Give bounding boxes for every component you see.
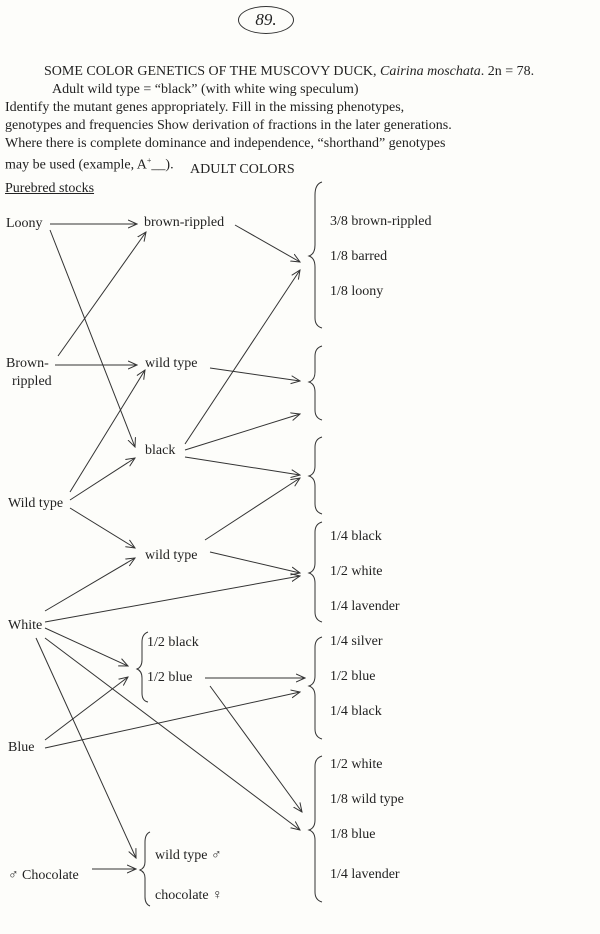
arrow [69, 370, 145, 493]
brace [307, 755, 323, 903]
f1-wild-type-2: wild type [145, 548, 198, 563]
arrow [49, 229, 135, 447]
brace [307, 181, 323, 329]
instruction-text: __). [151, 157, 174, 173]
brace [307, 345, 323, 421]
brace [138, 831, 151, 907]
chromosome-count: . 2n = 78. [480, 64, 535, 79]
arrow [69, 507, 135, 548]
stock-chocolate: ♂ Chocolate [8, 868, 79, 883]
f2-item: 1/4 black [330, 704, 382, 719]
arrow [44, 692, 300, 749]
f1-half-blue: 1/2 blue [147, 670, 193, 685]
arrow [234, 224, 300, 262]
arrow [44, 637, 300, 830]
f2-item: 1/2 blue [330, 669, 376, 684]
instruction-text: may be used (example, A [5, 157, 147, 173]
stock-loony: Loony [6, 216, 43, 231]
brace [307, 636, 323, 740]
arrow [69, 458, 135, 501]
arrow [204, 478, 300, 541]
f2-item: 1/8 blue [330, 827, 376, 842]
arrow [184, 456, 300, 475]
section-title: ADULT COLORS [190, 162, 295, 177]
f2-item: 1/8 wild type [330, 792, 404, 807]
stock-brown-rippled-2: rippled [12, 374, 52, 389]
arrow [209, 551, 300, 573]
f1-chocolate-female: chocolate ♀ [155, 888, 223, 903]
arrow [184, 414, 300, 451]
stock-blue: Blue [8, 740, 35, 755]
brace [307, 436, 323, 515]
page-number: 89. [238, 6, 294, 34]
f1-half-black: 1/2 black [147, 635, 199, 650]
instruction-line: genotypes and frequencies Show derivatio… [5, 118, 452, 133]
instruction-line: Identify the mutant genes appropriately.… [5, 100, 405, 115]
f2-item: 1/2 white [330, 757, 383, 772]
arrow [44, 558, 135, 612]
f2-item: 1/4 lavender [330, 867, 400, 882]
f1-brown-rippled: brown-rippled [144, 215, 225, 230]
arrow [44, 627, 128, 666]
arrow [35, 637, 136, 858]
instruction-line: Where there is complete dominance and in… [5, 136, 446, 151]
f2-item: 1/8 loony [330, 284, 384, 299]
f1-black: black [145, 443, 176, 458]
f2-item: 1/2 white [330, 564, 383, 579]
instruction-line: may be used (example, A+__). [5, 153, 174, 174]
arrow [57, 232, 146, 357]
arrow [44, 576, 300, 623]
f2-item: 1/8 barred [330, 249, 388, 264]
brace [135, 631, 149, 703]
f1-wild-type-male: wild type ♂ [155, 848, 222, 863]
stock-wild-type: Wild type [8, 496, 64, 511]
f2-item: 1/4 silver [330, 634, 383, 649]
title-line: SOME COLOR GENETICS OF THE MUSCOVY DUCK,… [44, 64, 534, 80]
stock-brown-rippled: Brown- [6, 356, 49, 371]
wild-type-note: Adult wild type = “black” (with white wi… [52, 82, 359, 97]
f1-wild-type: wild type [145, 356, 198, 371]
title: SOME COLOR GENETICS OF THE MUSCOVY DUCK, [44, 64, 377, 79]
superscript: + [146, 156, 152, 165]
f2-item: 1/4 black [330, 529, 382, 544]
f2-item: 3/8 brown-rippled [330, 214, 432, 229]
arrow [44, 677, 128, 741]
brace [307, 521, 323, 623]
arrow [184, 270, 300, 445]
species-name: Cairina moschata [380, 64, 481, 79]
purebred-label: Purebred stocks [5, 181, 95, 196]
f2-item: 1/4 lavender [330, 599, 400, 614]
stock-white: White [8, 618, 43, 633]
arrow [209, 367, 300, 381]
arrow [209, 685, 302, 812]
